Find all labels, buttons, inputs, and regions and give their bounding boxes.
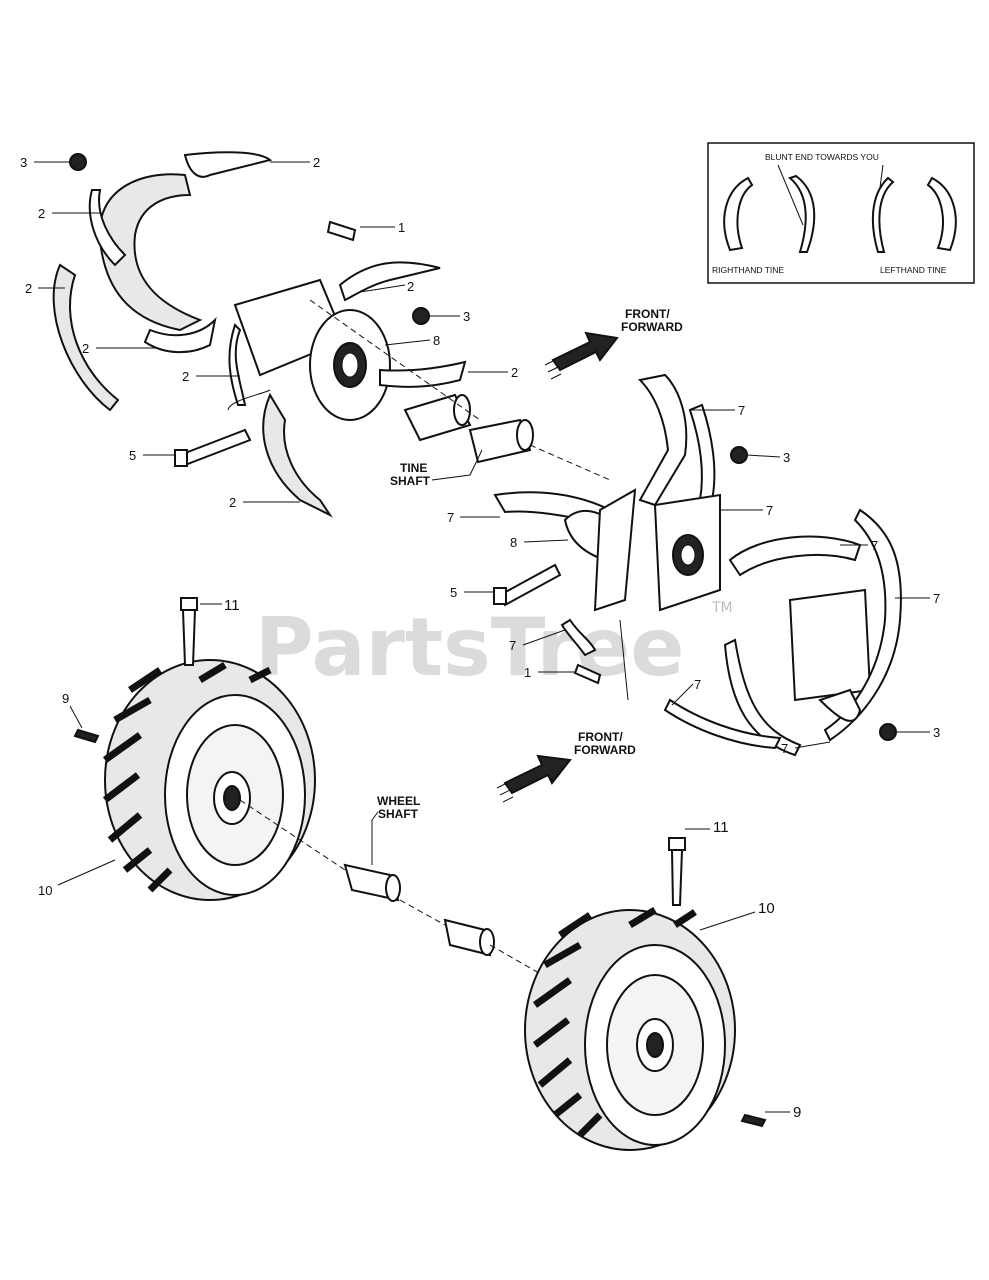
callout-7-d: 7 [871,538,878,553]
watermark-tm: TM [711,600,733,616]
callout-11-b: 11 [713,819,729,836]
callout-3-d: 3 [933,725,940,740]
callout-7-c: 7 [766,503,773,518]
callout-2-e: 2 [182,369,189,384]
left-tine-assembly [52,151,467,518]
front-forward-arrow-top: FRONT/ FORWARD [544,307,683,380]
lefthand-tine-shape [926,176,957,252]
callout-2-b: 2 [38,206,45,221]
tine-shaft-label-2: SHAFT [390,474,431,488]
nut-right-top [730,446,748,464]
lefthand-tine-edge-shape [871,176,895,253]
callouts: 3 2 2 2 2 2 1 2 3 8 2 5 2 TINE SHAFT 7 3 [20,155,940,1121]
tine-shaft-label-1: TINE [400,461,427,475]
callout-8-a: 8 [433,333,440,348]
callout-2-a: 2 [313,155,320,170]
callout-5-b: 5 [450,585,457,600]
tine-shaft [309,299,611,481]
tine-orientation-inset: BLUNT END TOWARDS YOU RIGHTHAND TINE LEF… [707,142,975,284]
right-wheel [524,837,767,1151]
righthand-tine-shape [723,176,754,252]
callout-10-a: 10 [38,883,52,898]
nut-left-hub [412,307,430,325]
callout-2-g: 2 [511,365,518,380]
callout-5-a: 5 [129,448,136,463]
callout-7-g: 7 [694,677,701,692]
right-tine-assembly [493,373,902,757]
carriage-bolt-bottom [573,663,602,685]
left-bolt [178,428,252,467]
callout-7-h: 7 [781,741,788,756]
nut-right-bottom [879,723,897,741]
callout-2-h: 2 [229,495,236,510]
watermark: PartsTree [255,601,685,694]
wheel-shaft [239,799,561,986]
inset-lefthand-label: LEFTHAND TINE [880,265,947,275]
callout-9-a: 9 [62,691,69,706]
callout-10-b: 10 [758,900,775,917]
left-wheel [73,597,316,901]
right-wheel-clip [740,1113,767,1128]
callout-7-a: 7 [738,403,745,418]
right-wheel-pin [670,849,684,906]
front-forward-arrow-bottom: FRONT/ FORWARD [496,730,636,803]
carriage-bolt-top [326,220,357,242]
callout-8-b: 8 [510,535,517,550]
front-forward-bottom-line2: FORWARD [574,743,636,757]
left-wheel-pin [181,609,197,666]
front-forward-top-line1: FRONT/ [625,307,670,321]
inset-caption: BLUNT END TOWARDS YOU [765,152,879,162]
callout-3-c: 3 [783,450,790,465]
callout-7-f: 7 [509,638,516,653]
inset-righthand-label: RIGHTHAND TINE [712,265,784,275]
callout-1-b: 1 [524,665,531,680]
callout-11-a: 11 [224,597,240,614]
front-forward-top-line2: FORWARD [621,320,683,334]
callout-3-a: 3 [20,155,27,170]
righthand-tine-edge-shape [788,174,816,253]
callout-2-c: 2 [25,281,32,296]
callout-2-d: 2 [82,341,89,356]
callout-9-b: 9 [793,1104,801,1121]
right-bolt [498,563,562,607]
callout-7-b: 7 [447,510,454,525]
left-wheel-clip [73,728,100,744]
callout-3-b: 3 [463,309,470,324]
nut-top-left [69,153,87,171]
callout-7-e: 7 [933,591,940,606]
wheel-shaft-label-1: WHEEL [377,794,420,808]
front-forward-bottom-line1: FRONT/ [578,730,623,744]
callout-1-a: 1 [398,220,405,235]
callout-2-f: 2 [407,279,414,294]
wheel-shaft-label-2: SHAFT [378,807,419,821]
